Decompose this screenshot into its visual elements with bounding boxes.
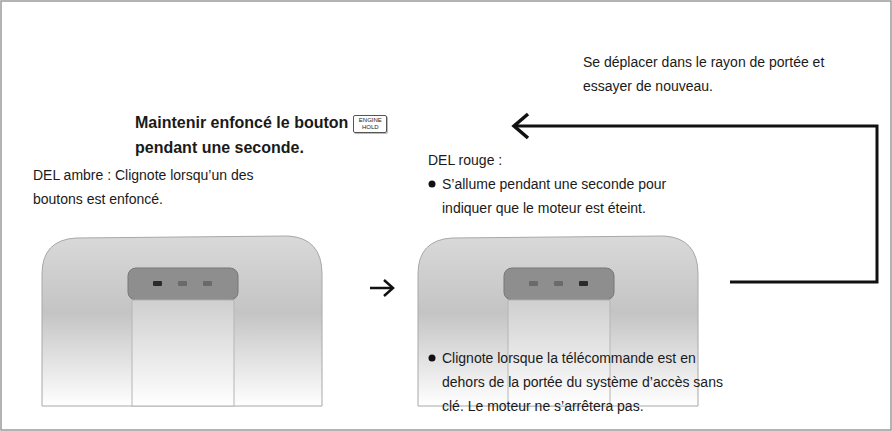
out-of-range-note: Clignote lorsque la télécommande est en … xyxy=(442,346,732,418)
amber-led-note: DEL ambre : Clignote lorsqu’un des bouto… xyxy=(33,163,263,211)
red-led-note: S’allume pendant une seconde pour indiqu… xyxy=(442,172,687,220)
bullets xyxy=(429,181,436,362)
led-red xyxy=(579,281,588,286)
led-amber xyxy=(153,281,162,286)
remote-left xyxy=(42,236,322,406)
instruction-text: Maintenir enfoncé le bouton xyxy=(135,114,348,131)
instruction-text: pendant une seconde. xyxy=(135,135,505,160)
retry-arrow xyxy=(514,114,877,282)
red-led-heading: DEL rouge : xyxy=(428,148,628,172)
bullet xyxy=(429,181,436,188)
next-arrow xyxy=(370,280,393,296)
instruction: Maintenir enfoncé le bouton ENGINE HOLD pe… xyxy=(135,110,505,160)
retry-note: Se déplacer dans le rayon de portée et e… xyxy=(583,50,833,98)
bullet xyxy=(429,355,436,362)
engine-hold-icon: ENGINE HOLD xyxy=(353,115,387,133)
instruction-line: Maintenir enfoncé le bouton ENGINE HOLD xyxy=(135,110,505,135)
